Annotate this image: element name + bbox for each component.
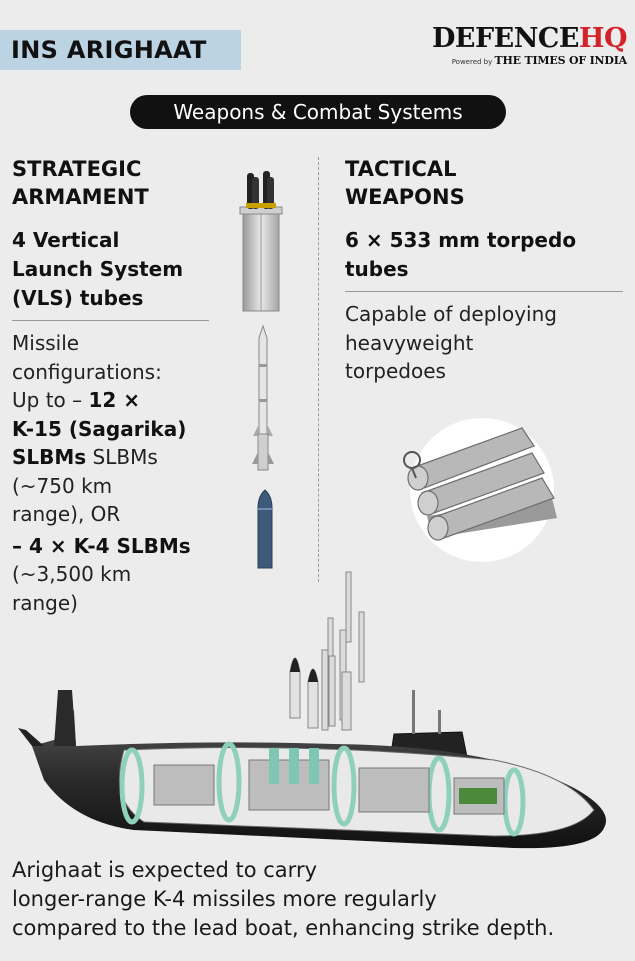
cfg-line7: range), OR: [12, 502, 121, 526]
logo-main: DEFENCEHQ: [431, 23, 628, 54]
footer-note: Arighaat is expected to carry longer-ran…: [12, 856, 554, 943]
strategic-title-line1: STRATEGIC: [12, 157, 142, 181]
cfg-line4: K-15 (Sagarika): [12, 415, 191, 444]
cfg-line8: – 4 × K-4 SLBMs: [12, 532, 191, 561]
vls-heading: 4 Vertical Launch System (VLS) tubes: [12, 226, 183, 313]
strategic-divider: [12, 320, 209, 321]
missile-configurations: Missile configurations: Up to – 12 × K-1…: [12, 329, 191, 617]
column-divider: [318, 157, 319, 582]
cfg-line1: Missile: [12, 331, 80, 355]
logo-powered: Powered by: [451, 58, 493, 66]
strategic-title: STRATEGIC ARMAMENT: [12, 155, 149, 211]
section-pill: Weapons & Combat Systems: [130, 95, 506, 129]
page-title: INS ARIGHAAT: [11, 36, 207, 64]
k4-missile-icon: [257, 489, 273, 569]
logo-sub-text: THE TIMES OF INDIA: [494, 54, 628, 67]
submarine-cutaway-icon: [18, 571, 606, 849]
title-box: INS ARIGHAAT: [0, 30, 241, 70]
defencehq-logo: DEFENCEHQ Powered by THE TIMES OF INDIA: [431, 23, 628, 68]
strategic-title-line2: ARMAMENT: [12, 185, 149, 209]
logo-sub: Powered by THE TIMES OF INDIA: [432, 54, 628, 67]
torpedo-heading: 6 × 533 mm torpedo tubes: [345, 226, 576, 284]
tactical-title-line1: TACTICAL: [345, 157, 457, 181]
footer-line3: compared to the lead boat, enhancing str…: [12, 916, 555, 940]
vls-line3: (VLS) tubes: [12, 286, 144, 310]
footer-line2: longer-range K-4 missiles more regularly: [12, 887, 437, 911]
vls-line1: 4 Vertical: [12, 228, 120, 252]
vls-canister-icon: [239, 171, 283, 312]
cfg-line8-bold: – 4 × K-4 SLBMs: [12, 533, 191, 558]
cfg-line3-bold: 12 ×: [88, 388, 141, 412]
cfg-line5-bold: SLBMs: [12, 445, 87, 469]
cfg-line3-pre: Up to –: [12, 388, 89, 412]
torp-line1: 6 × 533 mm torpedo: [345, 228, 577, 252]
vls-line2: Launch System: [12, 257, 184, 281]
logo-accent-text: HQ: [578, 23, 628, 54]
logo-main-text: DEFENCE: [431, 23, 580, 54]
tactical-divider: [345, 291, 623, 292]
cfg-line3: Up to – 12 ×: [12, 386, 191, 415]
torp-line2: tubes: [345, 257, 409, 281]
cfg-line6: (~750 km: [12, 473, 113, 498]
torpedo-description: Capable of deploying heavyweight torpedo…: [345, 300, 557, 386]
cfg-line10: range): [12, 590, 78, 615]
cfg-line5: SLBMs SLBMs: [12, 443, 191, 472]
cfg-line2: configurations:: [12, 359, 162, 384]
desc-line2: heavyweight: [345, 330, 474, 355]
tactical-title: TACTICAL WEAPONS: [345, 155, 465, 211]
tactical-title-line2: WEAPONS: [345, 185, 465, 209]
desc-line3: torpedoes: [345, 359, 446, 383]
cfg-line9: (~3,500 km: [12, 562, 132, 586]
torpedo-tubes-icon: [403, 418, 557, 562]
k15-missile-icon: [252, 324, 274, 471]
cfg-line4-bold: K-15 (Sagarika): [12, 416, 187, 441]
cfg-line5-rest: SLBMs: [86, 445, 158, 469]
footer-line1: Arighaat is expected to carry: [12, 858, 318, 882]
desc-line1: Capable of deploying: [345, 302, 557, 326]
